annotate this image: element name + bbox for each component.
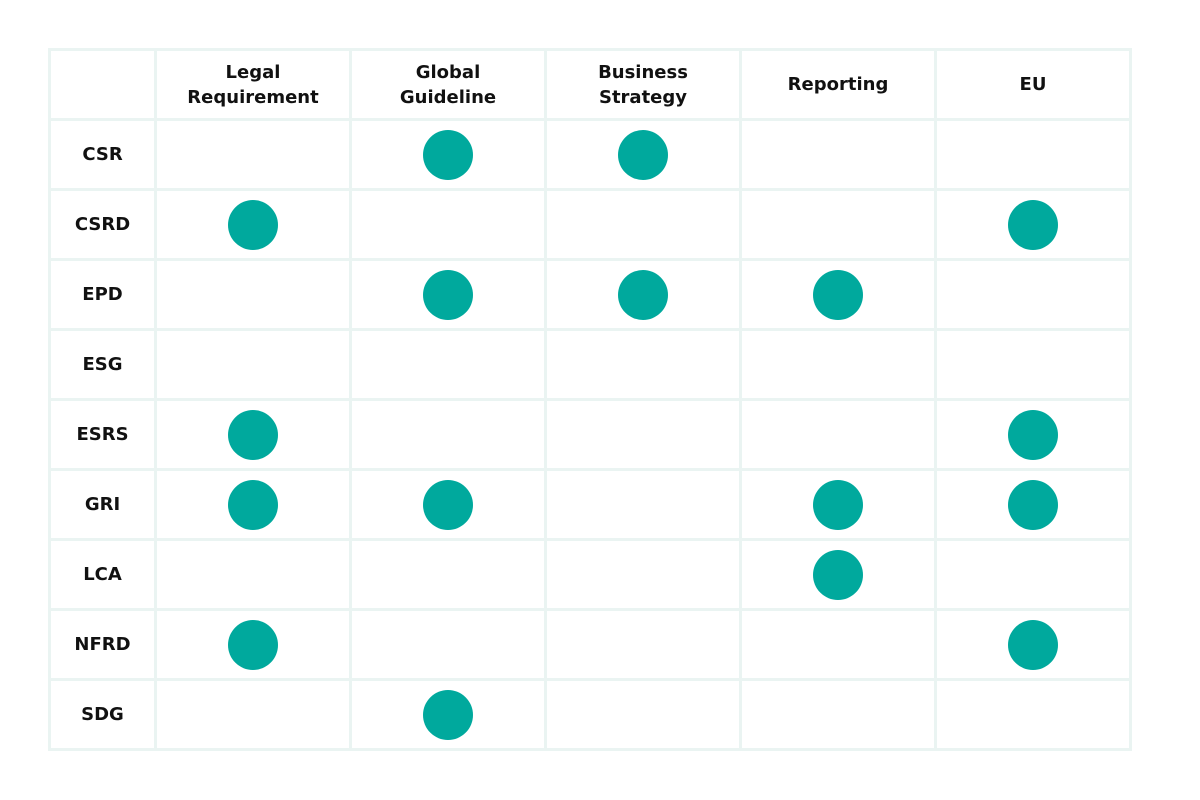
applies-dot-icon [423,689,473,740]
matrix-cell [349,398,547,471]
matrix-cell [544,258,742,331]
applies-dot-icon [1008,409,1058,460]
row-label: EPD [48,258,157,331]
matrix-cell [154,678,352,751]
matrix-cell [349,118,547,191]
matrix-row-gri: GRI [48,468,1132,541]
column-header-line-2: Strategy [598,86,688,108]
row-label: SDG [48,678,157,751]
matrix-cell [934,188,1132,261]
applies-dot-icon [813,479,863,530]
applies-dot-icon [1008,479,1058,530]
corner-header-cell [48,48,157,121]
row-label: CSR [48,118,157,191]
row-label: CSRD [48,188,157,261]
applies-dot-icon [423,479,473,530]
matrix-cell [544,608,742,681]
matrix-cell [739,118,937,191]
matrix-cell [934,538,1132,611]
matrix-cell [934,118,1132,191]
matrix-cell [154,468,352,541]
matrix-cell [544,328,742,401]
matrix-row-csr: CSR [48,118,1132,191]
row-label: LCA [48,538,157,611]
matrix-cell [154,608,352,681]
applies-dot-icon [618,269,668,320]
row-label: ESRS [48,398,157,471]
matrix-cell [544,398,742,471]
matrix-cell [349,188,547,261]
applies-dot-icon [813,269,863,320]
column-header-line-2: Requirement [187,86,319,108]
column-header-line-1: Global [415,61,481,83]
matrix-cell [154,328,352,401]
applies-dot-icon [423,129,473,180]
matrix-row-nfrd: NFRD [48,608,1132,681]
matrix-cell [739,328,937,401]
matrix-cell [544,188,742,261]
matrix-cell [934,258,1132,331]
column-header-line-1: Legal [225,61,281,83]
matrix-cell [739,468,937,541]
column-header-line-1: Reporting [787,74,889,95]
matrix-cell [934,608,1132,681]
applies-dot-icon [228,199,278,250]
matrix-row-esrs: ESRS [48,398,1132,471]
matrix-cell [154,118,352,191]
applies-dot-icon [1008,199,1058,250]
matrix-cell [349,678,547,751]
row-label: ESG [48,328,157,401]
column-header-reporting: Reporting [739,48,937,121]
column-header-line-2: Guideline [399,86,497,108]
matrix-cell [349,538,547,611]
applies-dot-icon [228,619,278,670]
matrix-cell [544,678,742,751]
matrix-cell [739,678,937,751]
matrix-cell [739,538,937,611]
column-header-eu: EU [934,48,1132,121]
applies-dot-icon [618,129,668,180]
row-label: GRI [48,468,157,541]
matrix-cell [349,328,547,401]
matrix-cell [544,118,742,191]
matrix-cell [739,258,937,331]
matrix-cell [154,398,352,471]
matrix-cell [544,538,742,611]
matrix-cell [934,468,1132,541]
column-header-line-1: EU [1019,74,1047,95]
matrix-cell [544,468,742,541]
column-header-line-1: Business [598,61,688,83]
matrix-cell [934,398,1132,471]
matrix-row-sdg: SDG [48,678,1132,751]
applies-dot-icon [1008,619,1058,670]
matrix-cell [154,538,352,611]
matrix-cell [154,188,352,261]
matrix-cell [739,608,937,681]
matrix-row-epd: EPD [48,258,1132,331]
matrix-cell [349,608,547,681]
matrix-cell [739,398,937,471]
matrix-cell [934,328,1132,401]
matrix-cell [349,468,547,541]
matrix-cell [739,188,937,261]
matrix-cell [154,258,352,331]
applies-dot-icon [813,549,863,600]
matrix-row-esg: ESG [48,328,1132,401]
matrix-row-csrd: CSRD [48,188,1132,261]
matrix-row-lca: LCA [48,538,1132,611]
applies-dot-icon [228,479,278,530]
row-label: NFRD [48,608,157,681]
matrix-cell [349,258,547,331]
matrix-cell [934,678,1132,751]
applies-dot-icon [423,269,473,320]
applies-dot-icon [228,409,278,460]
